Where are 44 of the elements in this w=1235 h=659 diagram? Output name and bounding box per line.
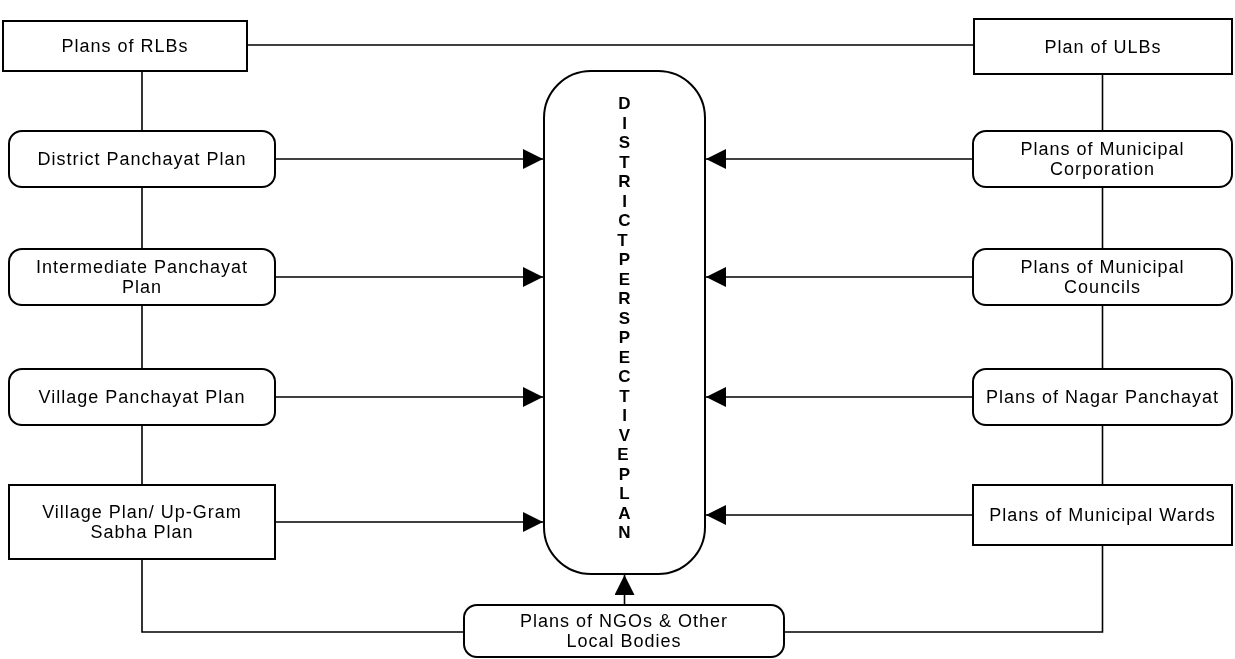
arrow (705, 505, 973, 525)
plan-box (972, 130, 1233, 188)
node-label: DISTRICT PERSPECTIVE PLAN (617, 94, 632, 543)
node-label: Plans of Nagar Panchayat (985, 387, 1220, 407)
arrow (275, 387, 544, 407)
plan-box (972, 248, 1233, 306)
connector-line (141, 425, 143, 485)
node-label: Plans of Municipal Wards (989, 505, 1216, 525)
connector-line (1101, 305, 1104, 369)
node-label: Plans of Municipal Corporation (1019, 139, 1186, 179)
connector-line (1101, 187, 1104, 249)
arrow (705, 267, 973, 287)
node-label: Plan of ULBs (1044, 36, 1162, 57)
connector-line (784, 545, 1104, 633)
connector-line (1101, 74, 1104, 131)
connector-line (141, 71, 143, 131)
plan-box (2, 20, 248, 72)
arrow (275, 267, 544, 287)
central-plan-box (543, 70, 706, 575)
node-label: Plans of NGOs & Other Local Bodies (518, 611, 730, 651)
plan-box (972, 368, 1233, 426)
plan-box (463, 604, 785, 658)
arrow (614, 574, 635, 605)
connector-line (141, 305, 143, 369)
connector-line (247, 44, 974, 46)
node-label: Village Panchayat Plan (38, 387, 246, 407)
arrow (275, 149, 544, 169)
connector-line (141, 187, 143, 249)
plan-box (972, 484, 1233, 546)
node-label: Plans of Municipal Councils (1019, 257, 1186, 297)
node-label: Plans of RLBs (61, 36, 189, 56)
arrow (705, 387, 973, 407)
plan-box (8, 484, 276, 560)
node-label: Village Plan/ Up-Gram Sabha Plan (41, 502, 243, 542)
connector-line (1101, 425, 1104, 485)
arrow (705, 149, 973, 169)
plan-box (8, 248, 276, 306)
plan-box (8, 130, 276, 188)
plan-box (8, 368, 276, 426)
plan-box (973, 18, 1233, 75)
node-label: Intermediate Panchayat Plan (34, 257, 250, 297)
node-label: District Panchayat Plan (37, 149, 247, 169)
connector-line (141, 559, 464, 633)
arrow (275, 512, 544, 532)
